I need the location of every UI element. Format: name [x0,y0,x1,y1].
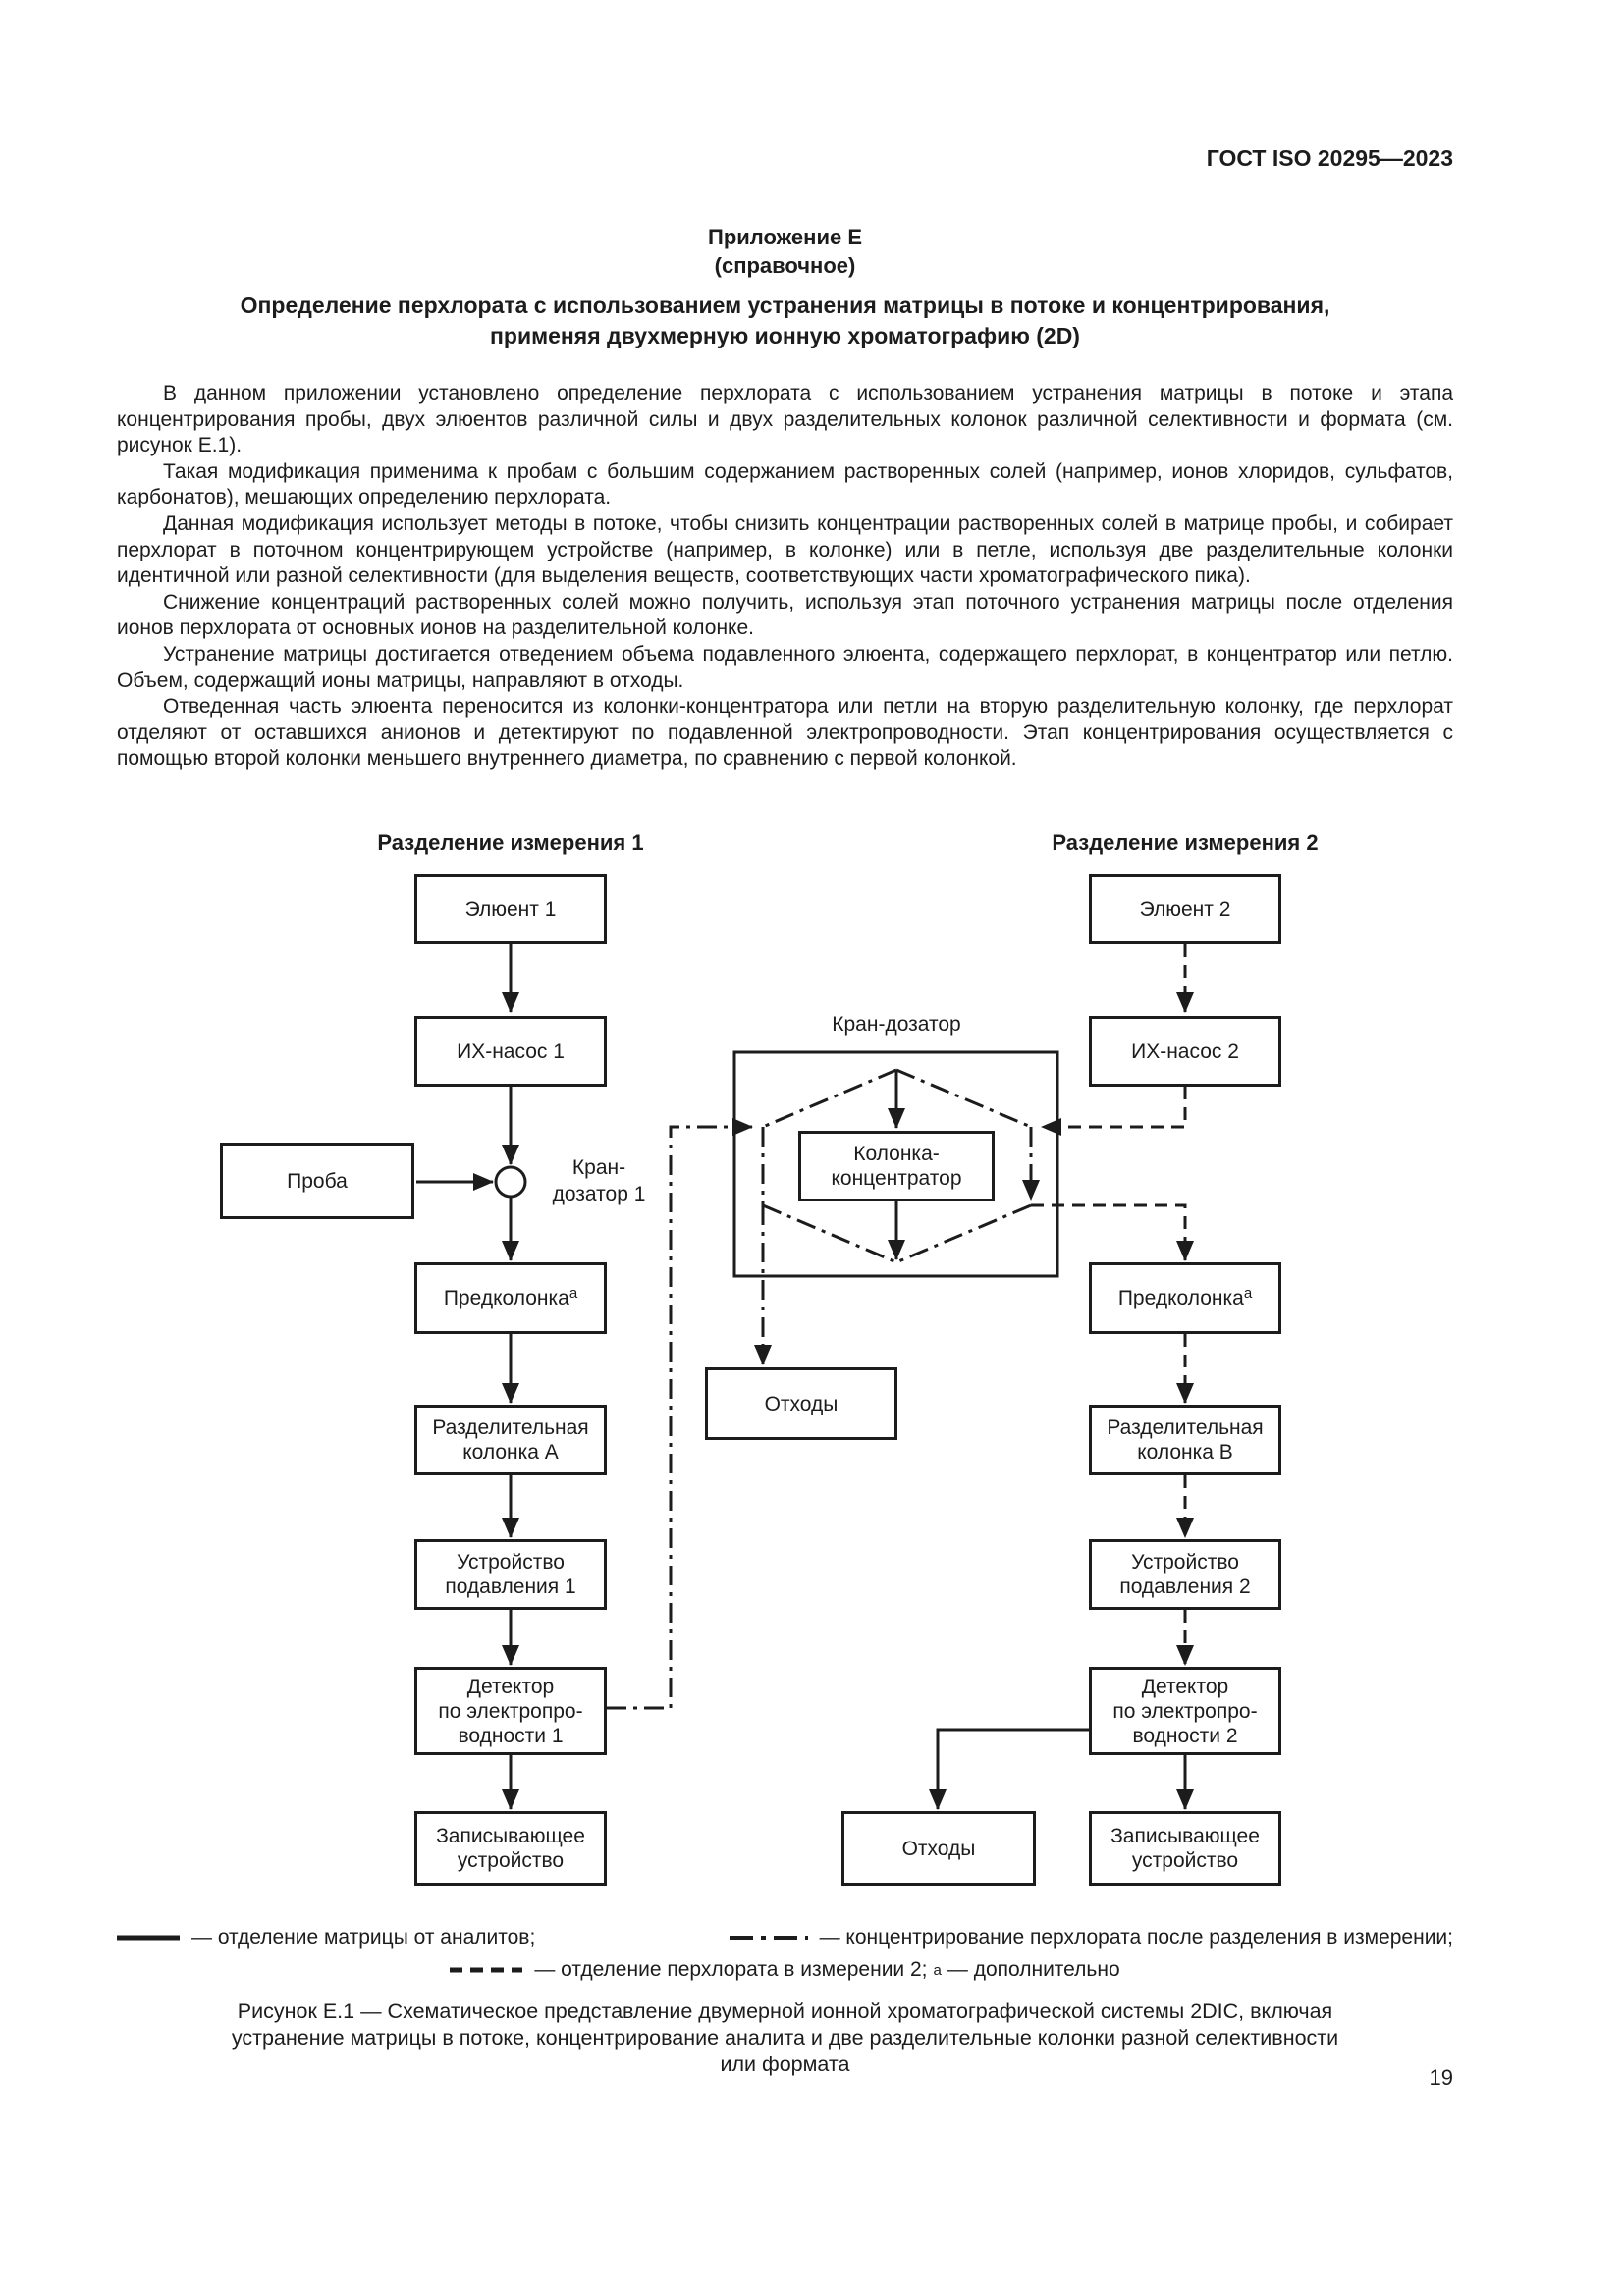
box-pump-2: ИХ-насос 2 [1089,1016,1281,1087]
paragraph: Такая модификация применима к пробам с б… [117,459,1453,509]
legend-item-dashdot: — концентрирование перхлората после разд… [729,1926,1453,1949]
box-detector-2: Детектор по электропро- водности 2 [1089,1667,1281,1755]
box-pump-1: ИХ-насос 1 [414,1016,607,1087]
legend-item-dashed: — отделение перхлората в измерении 2; [450,1958,928,1982]
paragraph: Снижение концентраций растворенных солей… [117,590,1453,640]
dashed-flow-lines [1031,944,1194,1666]
figure-legend-line-1: — отделение матрицы от аналитов; — конце… [117,1926,1453,1949]
legend-dashdot-text: — концентрирование перхлората после разд… [819,1926,1453,1949]
legend-dashed-text: — отделение перхлората в измерении 2; [534,1958,928,1981]
valve-port-circle [494,1165,527,1199]
precolumn-2-label: Предколонка [1117,1287,1244,1309]
paragraph: В данном приложении установлено определе… [117,382,1453,457]
box-recorder-1: Записывающее устройство [414,1811,607,1886]
box-sepcolumn-a: Разделительная колонка А [414,1405,607,1475]
legend-solid-text: — отделение матрицы от аналитов; [191,1926,536,1949]
valve-1-label: Кран- дозатор 1 [552,1156,646,1205]
legend-footnote-mark: а [933,1961,942,1979]
paragraph: Устранение матрицы достигается отведение… [117,642,1453,692]
box-recorder-2: Записывающее устройство [1089,1811,1281,1886]
box-suppressor-2: Устройство подавления 2 [1089,1539,1281,1610]
page-title: Определение перхлората с использованием … [240,293,1330,348]
legend-item-solid: — отделение матрицы от аналитов; [117,1926,535,1949]
column1-header: Разделение измерения 1 [377,830,644,855]
injection-valve-box [732,1050,1059,1278]
box-suppressor-1: Устройство подавления 1 [414,1539,607,1610]
solid-line-icon [117,1935,180,1941]
document-code: ГОСТ ISO 20295—2023 [1206,145,1453,171]
paragraph: Данная модификация использует методы в п… [117,511,1453,588]
dashdot-line-icon [729,1936,808,1940]
legend-footnote-text: — дополнительно [947,1958,1120,1981]
box-detector-1: Детектор по электропро- водности 1 [414,1667,607,1755]
box-sample: Проба [220,1143,414,1219]
box-eluent-1: Элюент 1 [414,874,607,944]
column2-header: Разделение измерения 2 [1052,830,1319,855]
box-eluent-2: Элюент 2 [1089,874,1281,944]
box-waste-bottom: Отходы [841,1811,1036,1886]
injection-valve-label: Кран-дозатор [832,1013,961,1036]
dashdot-flow-lines [607,1068,1040,1710]
dashed-line-icon [450,1967,523,1973]
body-text: В данном приложении установлено определе… [117,381,1453,773]
figure-caption: Рисунок Е.1 — Схематическое представлени… [231,2000,1339,2076]
solid-flow-lines [416,944,1194,1810]
figure-legend-line-2: — отделение перхлората в измерении 2; а … [117,1958,1453,1982]
box-sepcolumn-b: Разделительная колонка В [1089,1405,1281,1475]
precolumn-1-label: Предколонка [443,1287,569,1309]
paragraph: Отведенная часть элюента переносится из … [117,695,1453,771]
box-waste-middle: Отходы [705,1367,897,1440]
page-number: 19 [1429,2065,1453,2090]
appendix-kind: (справочное) [714,253,856,278]
appendix-name: Приложение Е [708,225,862,249]
box-concentrator: Колонка- концентратор [798,1131,995,1201]
